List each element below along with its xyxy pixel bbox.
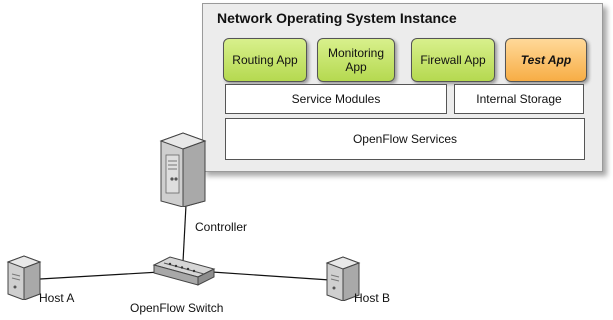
service-modules-label: Service Modules <box>291 92 381 106</box>
switch-hostb-link <box>211 271 331 281</box>
service-modules-box: Service Modules <box>225 84 447 114</box>
firewall-app-box: Firewall App <box>411 38 495 82</box>
internal-storage-box: Internal Storage <box>454 84 584 114</box>
controller-switch-link <box>182 204 187 263</box>
hosta-switch-link <box>39 271 161 280</box>
panel-title: Network Operating System Instance <box>217 10 457 26</box>
controller-server-icon <box>159 132 207 207</box>
host-b-label: Host B <box>354 291 391 305</box>
routing-app-box: Routing App <box>223 38 307 82</box>
host-a-server-icon <box>6 255 42 300</box>
openflow-switch-label: OpenFlow Switch <box>130 301 224 315</box>
routing-app-label: Routing App <box>232 53 298 67</box>
host-a-label: Host A <box>39 291 75 305</box>
test-app-label: Test App <box>520 53 572 67</box>
firewall-app-label: Firewall App <box>420 53 486 67</box>
host-b-server-icon <box>325 256 361 301</box>
internal-storage-label: Internal Storage <box>476 92 562 106</box>
openflow-services-box: OpenFlow Services <box>225 118 585 160</box>
monitoring-app-box: Monitoring App <box>317 38 395 82</box>
controller-label: Controller <box>195 220 248 234</box>
monitoring-app-label: Monitoring App <box>327 46 385 74</box>
nos-instance-panel: Network Operating System Instance Routin… <box>202 3 603 172</box>
openflow-switch-icon <box>152 256 216 286</box>
openflow-services-label: OpenFlow Services <box>352 132 458 146</box>
test-app-box: Test App <box>505 38 587 82</box>
